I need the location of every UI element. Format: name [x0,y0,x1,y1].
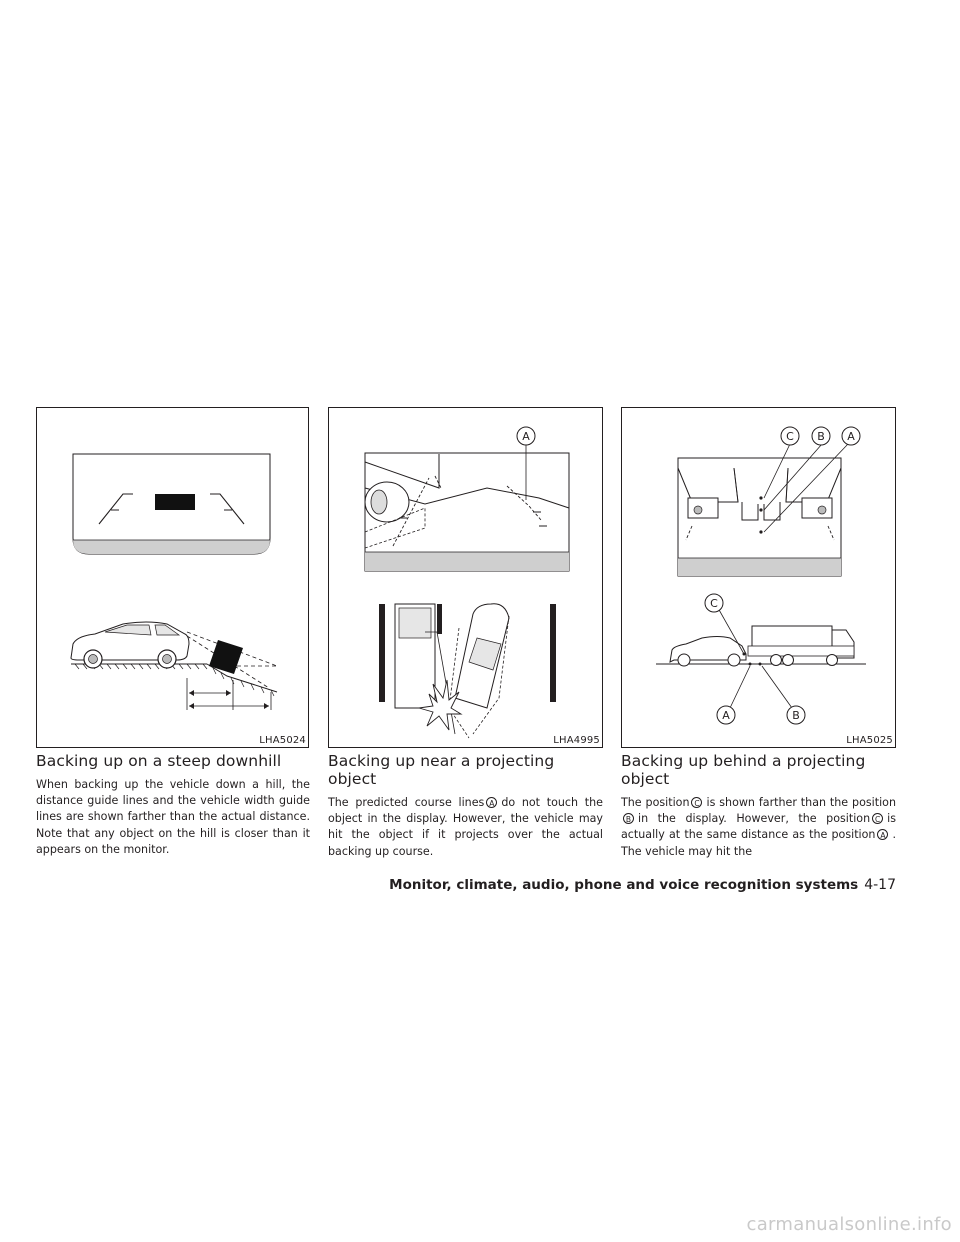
callout-b-bottom: B [792,709,800,722]
body-text: do not touch the object in the display. … [328,796,603,858]
callout-mark: C [872,813,884,825]
steep-downhill-illustration [70,453,278,710]
section-heading: Backing up near a projecting object [328,752,555,788]
figure-projecting-object: A LHA4995 [328,407,603,748]
section-steep-downhill: Backing up on a steep downhill When back… [36,752,310,858]
callout-mark: A [486,797,498,808]
body-text: The predicted course lines [328,796,485,809]
callout-a-top: A [847,430,855,443]
body-text: . The vehicle may hit the [621,828,896,858]
callout-a: A [522,430,530,443]
callout-c-top: C [786,430,794,443]
section-behind-projecting-object: Backing up behind a projecting object Th… [621,752,896,860]
behind-projecting-object-illustration: C B A C A B [656,426,866,725]
figure-code: LHA5025 [846,735,893,746]
projecting-object-illustration: A [364,426,570,739]
figure-code: LHA5024 [259,735,306,746]
section-body: When backing up the vehicle down a hill,… [36,778,310,856]
callout-mark: C [691,797,703,808]
figure-code: LHA4995 [553,735,600,746]
callout-b-top: B [817,430,825,443]
footer-section-title: Monitor, climate, audio, phone and voice… [389,877,859,893]
section-heading: Backing up on a steep downhill [36,752,282,770]
watermark-text: carmanualsonline.info [746,1214,952,1235]
callout-mark: B [623,813,634,825]
callout-mark: A [877,829,889,841]
figure-steep-downhill: LHA5024 [36,407,309,748]
body-text: in the display. However, the position [638,812,871,826]
callout-a-bottom: A [722,709,730,722]
body-text: The position [621,796,690,809]
watermark-bar: carmanualsonline.info [0,1206,960,1242]
section-projecting-object: Backing up near a projecting object The … [328,752,603,860]
body-text: is shown farther than the position [706,796,896,809]
figure-behind-projecting-object: C B A C A B LHA5025 [621,407,896,748]
callout-c-bottom: C [710,597,718,610]
page-footer: Monitor, climate, audio, phone and voice… [389,877,896,893]
page-number: 4-17 [864,877,896,893]
section-heading: Backing up behind a projecting object [621,752,866,788]
body-text: is actually at the same distance as the … [621,812,896,842]
